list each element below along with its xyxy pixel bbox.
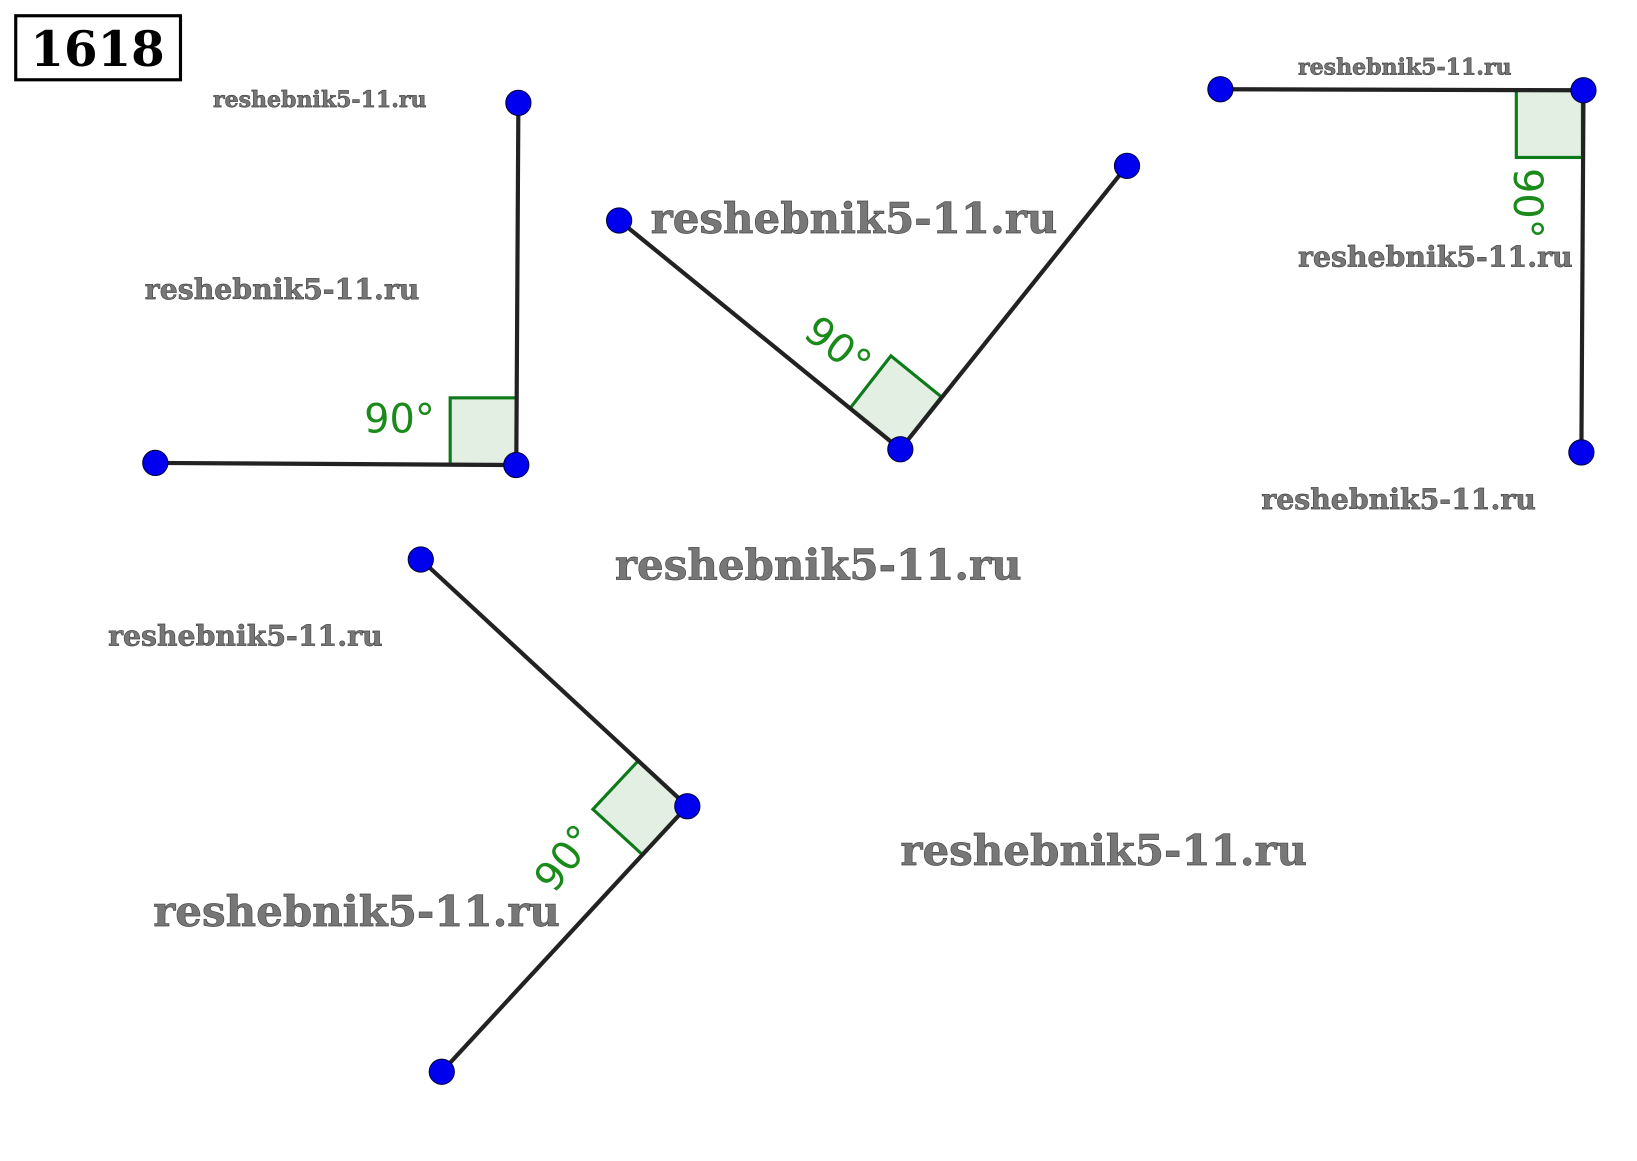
ray <box>617 218 902 451</box>
watermark: reshebnik5-11.ru <box>615 540 1022 589</box>
watermark: reshebnik5-11.ru <box>1261 482 1536 516</box>
ray <box>898 164 1129 451</box>
angle-label: 90° <box>1504 168 1550 239</box>
ray <box>514 102 521 466</box>
vertex-point <box>1570 77 1597 104</box>
vertex-point <box>674 793 701 820</box>
right-angle-mark <box>590 758 690 857</box>
watermark: reshebnik5-11.ru <box>1298 55 1512 81</box>
ray <box>1579 90 1586 453</box>
watermark: reshebnik5-11.ru <box>213 87 427 113</box>
ray <box>155 460 517 468</box>
problem-number-box: 1618 <box>14 14 183 82</box>
point <box>606 207 633 234</box>
point <box>1113 152 1141 179</box>
vertex-point <box>503 451 530 479</box>
right-angle-1: 90° <box>142 89 532 479</box>
ray <box>1220 87 1584 93</box>
watermark: reshebnik5-11.ru <box>145 272 420 306</box>
point <box>1207 76 1234 103</box>
right-angle-mark <box>448 396 518 467</box>
watermark: reshebnik5-11.ru <box>153 887 560 936</box>
point <box>142 449 169 477</box>
right-angle-3: 90° <box>1207 76 1597 466</box>
point <box>428 1058 455 1085</box>
right-angle-4: 90° <box>407 546 701 1085</box>
point <box>1568 439 1595 466</box>
problem-number: 1618 <box>30 22 164 78</box>
right-angle-mark <box>1514 88 1585 160</box>
point <box>505 89 532 116</box>
watermark: reshebnik5-11.ru <box>651 194 1058 243</box>
point <box>407 546 434 573</box>
ray <box>440 804 689 1074</box>
watermark: reshebnik5-11.ru <box>1298 240 1573 274</box>
vertex-point <box>887 436 914 463</box>
ray <box>419 557 689 808</box>
watermark: reshebnik5-11.ru <box>900 826 1307 875</box>
watermark: reshebnik5-11.ru <box>108 619 383 653</box>
angle-label: 90° <box>364 396 435 442</box>
